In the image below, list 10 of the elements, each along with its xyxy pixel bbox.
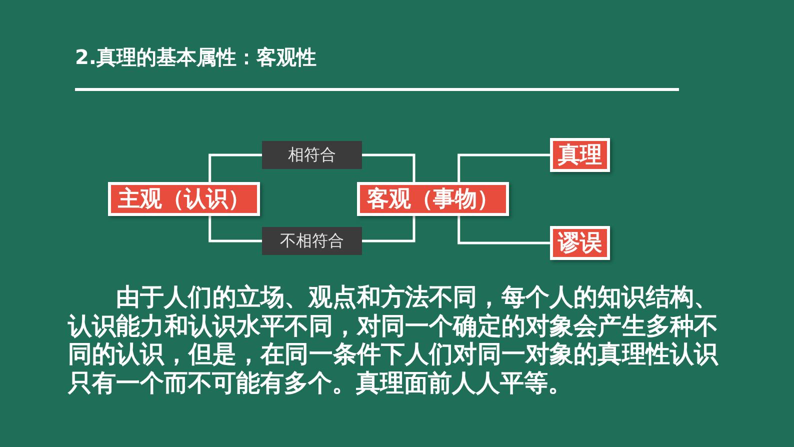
slide-title: 2.真理的基本属性：客观性 xyxy=(75,44,317,71)
concept-box: 客观（事物） xyxy=(357,182,509,216)
edge-label: 不相符合 xyxy=(262,227,362,255)
connector-line xyxy=(458,216,550,244)
edge-label: 相符合 xyxy=(262,141,362,169)
body-paragraph: 由于人们的立场、观点和方法不同，每个人的知识结构、认识能力和认识水平不同，对同一个确定的对象会产生多种不同的认识，但是，在同一条件下人们对同一对象的真理性认识只有一个而不可能有多个。真理面前人人平等。 xyxy=(68,283,718,397)
concept-box: 真理 xyxy=(550,138,610,172)
connector-line xyxy=(458,154,550,182)
concept-box: 主观（认识） xyxy=(108,182,260,216)
concept-box: 谬误 xyxy=(550,226,610,260)
